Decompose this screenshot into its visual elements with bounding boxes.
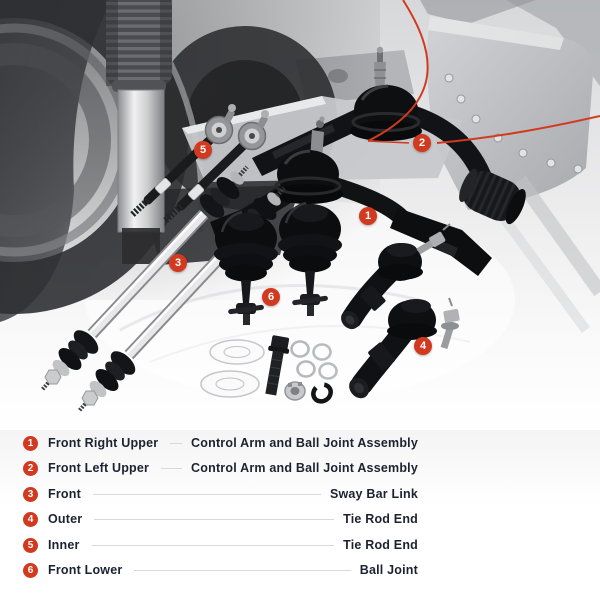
legend-value: Tie Rod End (343, 538, 418, 552)
callout-marker-3: 3 (169, 254, 187, 272)
legend-number-badge-1: 1 (23, 435, 38, 451)
legend-value: Control Arm and Ball Joint Assembly (191, 436, 418, 450)
legend-value: Ball Joint (359, 563, 418, 577)
legend-row-3: 3 Front Sway Bar Link (23, 485, 418, 503)
ball-joint-pair (214, 201, 344, 325)
callout-marker-4: 4 (414, 337, 432, 355)
legend-row-6: 6 Front Lower Ball Joint (23, 561, 418, 579)
legend-label: Front Lower (48, 563, 123, 577)
legend-connector-line (170, 442, 183, 444)
shock-absorber-photo (106, 0, 172, 264)
parts-legend: 1 Front Right Upper Control Arm and Ball… (0, 430, 600, 600)
legend-number-badge-4: 4 (23, 511, 38, 527)
legend-connector-line (161, 467, 183, 469)
legend-row-5: 5 Inner Tie Rod End (23, 536, 418, 554)
hardware-kit-photo (200, 335, 338, 404)
legend-connector-line (92, 493, 321, 495)
outer-tie-rod-end-pair (341, 223, 460, 399)
legend-label: Inner (48, 538, 80, 552)
legend-number-badge-3: 3 (23, 486, 38, 502)
callout-lines (367, 0, 600, 144)
legend-number-badge-2: 2 (23, 460, 38, 476)
callout-marker-1: 1 (359, 207, 377, 225)
callout-marker-2: 2 (413, 134, 431, 152)
photo-scene (0, 0, 600, 430)
legend-row-4: 4 Outer Tie Rod End (23, 510, 418, 528)
legend-label: Front Right Upper (48, 436, 159, 450)
upper-control-arm-left (252, 46, 526, 225)
legend-number-badge-6: 6 (23, 562, 38, 578)
legend-label: Outer (48, 512, 83, 526)
legend-value: Control Arm and Ball Joint Assembly (191, 461, 418, 475)
legend-label: Front Left Upper (48, 461, 150, 475)
legend-value: Sway Bar Link (329, 487, 418, 501)
legend-value: Tie Rod End (343, 512, 418, 526)
legend-label: Front (48, 487, 81, 501)
product-photo: 1 2 3 4 5 6 (0, 0, 600, 430)
legend-row-1: 1 Front Right Upper Control Arm and Ball… (23, 434, 418, 452)
legend-connector-line (94, 518, 335, 520)
legend-number-badge-5: 5 (23, 537, 38, 553)
callout-marker-5: 5 (194, 141, 212, 159)
legend-connector-line (91, 544, 335, 546)
callout-marker-6: 6 (262, 288, 280, 306)
legend-connector-line (134, 569, 351, 571)
legend-row-2: 2 Front Left Upper Control Arm and Ball … (23, 459, 418, 477)
